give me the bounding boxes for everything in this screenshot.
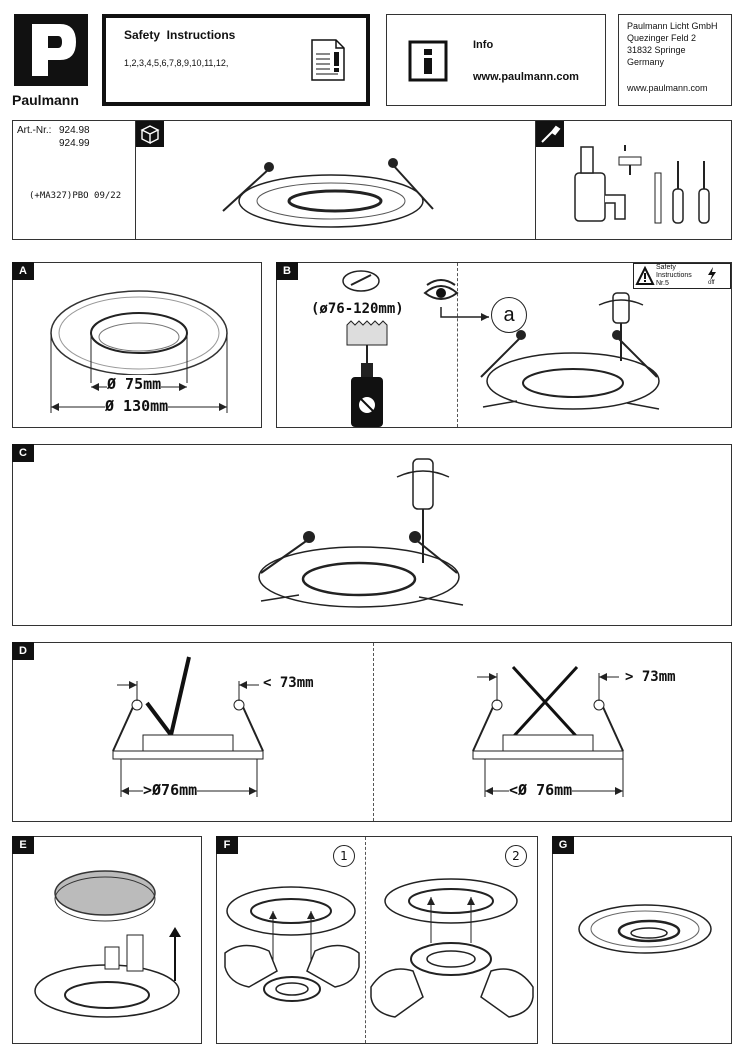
clip-tension-screw-illustration [258,458,464,608]
cutout-dimensions-illustration [50,290,228,413]
drill-with-hole-saw-illustration [346,320,388,427]
cutout-range-label: (ø76-120mm) [311,301,404,317]
section-b: B (ø76-120mm) a Safety Instructions Nr.5 [276,262,732,428]
article-row: Art.-Nr.: 924.98 924.99 (+MA327)PBO 09/2… [12,120,732,240]
insert-with-hands-step-1 [224,886,360,1002]
info-icon [408,40,448,82]
electric-hazard-icon [708,267,716,281]
step-2-circle: 2 [505,845,527,867]
logo-mark [14,14,88,86]
divider-left [135,121,136,239]
warning-text-1: Safety [656,264,676,271]
bad-gap-label: > 73mm [625,669,676,685]
section-e-tag: E [12,836,34,854]
safety-warning-label: Safety Instructions Nr.5 off [633,263,731,289]
package-contents-icon [136,121,164,147]
safety-list: 1,2,3,4,5,6,7,8,9,10,11,12, [124,58,229,68]
article-number-2: 924.99 [59,138,90,149]
arrow-to-step-a [440,307,489,321]
info-box: Info www.paulmann.com [386,14,606,106]
installed-downlight-illustration [578,904,712,954]
correct-installation-illustration [112,656,264,797]
warning-text-3: Nr.5 [656,280,669,287]
outer-diameter-label: Ø 130mm [105,397,169,415]
downlight-product-illustration [222,158,434,228]
paulmann-logo [14,14,88,86]
section-c-tag: C [12,444,34,462]
info-title: Info [473,39,494,51]
address-url[interactable]: www.paulmann.com [627,83,708,93]
address-line-1: Paulmann Licht GmbH [627,21,718,31]
step-2-label: 2 [512,849,520,863]
section-d: D < 73mm >Ø76mm > 73mm <Ø 76mm [12,642,732,822]
hole-saw-icon [342,270,380,292]
divider-right [535,121,536,239]
section-b-tag: B [276,262,298,280]
section-b-divider [457,263,458,427]
eye-icon [423,279,459,300]
logo-p-icon [32,24,76,76]
spring-clip-adjustment-illustration [480,292,660,410]
article-number-1: 924.98 [59,125,90,136]
step-1-label: 1 [340,849,348,863]
section-c: C [12,444,732,626]
inner-diameter-label: Ø 75mm [107,375,162,393]
safety-instructions-box: Safety Instructions 1,2,3,4,5,6,7,8,9,10… [102,14,370,106]
address-line-2: Quezinger Feld 2 [627,33,697,43]
section-d-tag: D [12,642,34,660]
brand-name: Paulmann [12,92,79,108]
section-g-tag: G [552,836,574,854]
article-code: (+MA327)PBO 09/22 [29,191,122,201]
incorrect-installation-illustration [472,665,624,797]
section-a-tag: A [12,262,34,280]
ok-gap-label: < 73mm [263,675,314,691]
ok-hole-label: >Ø76mm [143,781,198,799]
warning-off-text: off [708,280,715,286]
insert-removal-illustration [34,870,181,1018]
step-a-circle: a [491,297,527,333]
section-e: E [12,836,202,1044]
section-f: F 1 2 [216,836,538,1044]
bad-hole-label: <Ø 76mm [509,781,573,799]
address-line-3: 31832 Springe [627,45,686,55]
step-a-label: a [503,303,515,326]
warning-triangle-icon [635,265,655,285]
article-label: Art.-Nr.: [17,125,52,136]
step-1-circle: 1 [333,845,355,867]
address-box: Paulmann Licht GmbH Quezinger Feld 2 318… [618,14,732,106]
tools-drill-screwdrivers-illustration [574,145,710,224]
safety-title: Safety Instructions [124,28,236,42]
section-g: G [552,836,732,1044]
section-f-divider [365,837,366,1043]
section-f-tag: F [216,836,238,854]
address-line-4: Germany [627,57,665,67]
warning-text-2: Instructions [656,272,692,279]
document-warning-icon [311,39,345,81]
tools-required-icon [536,121,564,147]
info-url[interactable]: www.paulmann.com [473,71,579,83]
section-a: A Ø 75mm Ø 130mm [12,262,262,428]
insert-with-hands-step-2 [370,878,534,1018]
section-d-divider [373,643,374,821]
